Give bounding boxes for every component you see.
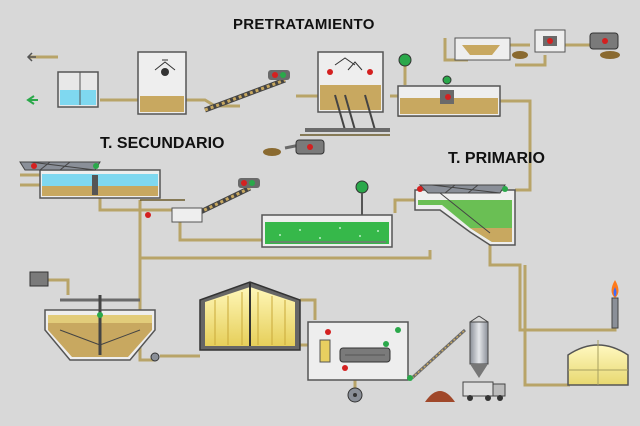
sludge-pump-icon <box>150 352 160 362</box>
pipe-sec-to-screw2 <box>98 195 190 212</box>
anaerobic-digester <box>199 281 301 351</box>
inlet-arrow-icon <box>26 52 36 62</box>
aeration-tank <box>261 180 393 248</box>
pipe-degrit-to-primary <box>500 99 532 192</box>
truck-icon <box>462 381 506 401</box>
valve-icon <box>272 72 278 78</box>
sludge-thickener <box>44 295 160 362</box>
sand-classifier <box>454 37 528 61</box>
pipe-grit-to-screw <box>180 98 240 108</box>
gas-flare <box>611 280 619 329</box>
dewatering-unit <box>307 321 409 403</box>
valve-icon <box>145 212 151 218</box>
valve-icon <box>445 94 451 100</box>
sand-pile <box>512 51 528 59</box>
sludge-loadout <box>407 315 506 402</box>
inlet-channel <box>26 52 99 108</box>
silo-icon <box>469 321 489 365</box>
valve-icon <box>417 186 423 192</box>
screw-conveyor-1 <box>204 70 290 113</box>
pipe-to-gasometer <box>523 265 570 387</box>
pipe-aeration-return <box>393 198 420 213</box>
screw-conveyor-2 <box>171 178 260 223</box>
pipe-primary-to-gas <box>488 245 617 332</box>
pipe-to-thickener <box>138 258 155 362</box>
secondary-clarifier <box>19 161 161 218</box>
valve-icon <box>547 38 553 44</box>
aeration-blower-icon <box>355 180 369 194</box>
chemical-dosing-unit <box>29 271 49 287</box>
valve-icon <box>502 186 508 192</box>
label-t-secundario: T. SECUNDARIO <box>100 135 225 152</box>
pipe-tank-feed <box>40 278 70 295</box>
outlet-arrow-icon <box>26 95 38 105</box>
pipe-sludge-return <box>138 200 432 260</box>
pipe-to-aeration <box>178 215 265 242</box>
top-right-pump-station <box>534 29 620 59</box>
label-pretratamiento: PRETRATAMIENTO <box>233 16 375 33</box>
gasometer <box>567 340 629 386</box>
valve-icon <box>97 312 103 318</box>
valve-icon <box>327 69 333 75</box>
grit-chamber <box>137 51 187 115</box>
pipe-digester-to-dewater <box>300 298 317 320</box>
label-t-primario: T. PRIMARIO <box>448 150 545 167</box>
valve-icon <box>442 75 452 85</box>
valve-icon <box>93 163 99 169</box>
screening-unit <box>305 51 390 132</box>
valve-icon <box>280 72 286 78</box>
valve-icon <box>31 163 37 169</box>
pipe-down-right <box>515 55 547 67</box>
primary-clarifier <box>414 184 516 246</box>
sludge-pile <box>425 391 455 402</box>
grit-pump-icon <box>161 68 169 76</box>
degritter-tank <box>397 53 501 117</box>
screenings-conveyor <box>263 139 325 156</box>
valve-icon <box>367 69 373 75</box>
blower-fan-icon <box>398 53 412 67</box>
